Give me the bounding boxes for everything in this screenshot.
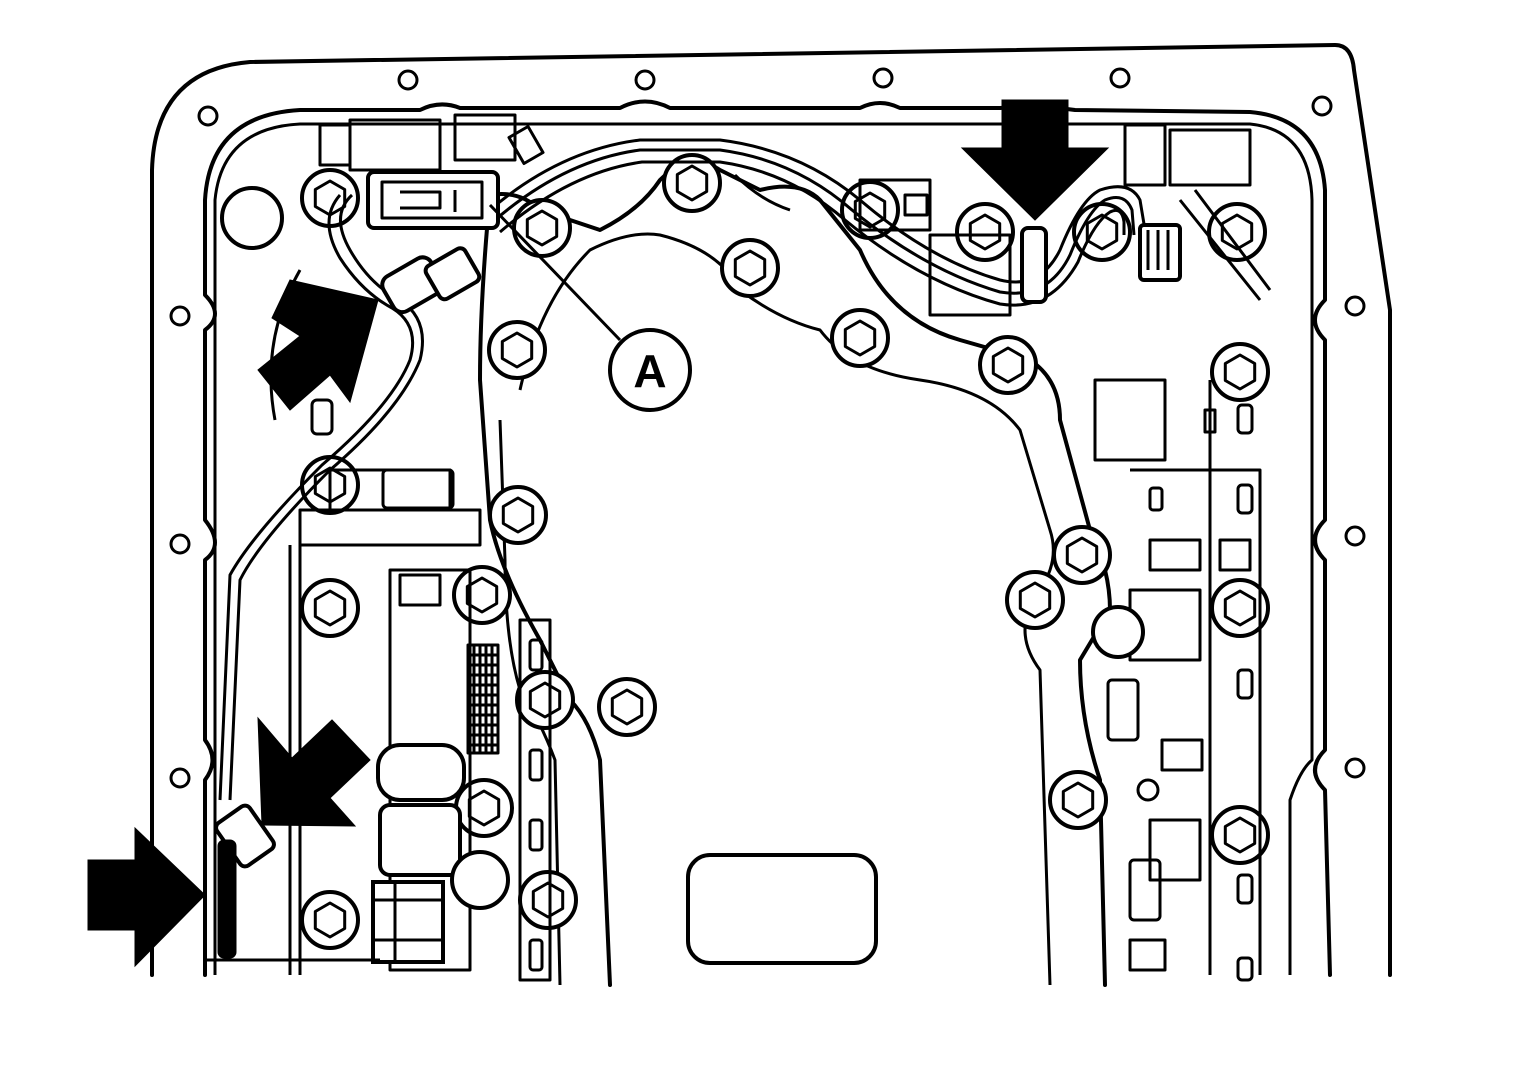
bolt-head — [487, 320, 547, 380]
bolt-hex — [1085, 213, 1119, 251]
bolt-hex — [843, 319, 877, 357]
bolt-head — [1210, 578, 1270, 638]
flange-bolt-holes — [169, 67, 1366, 789]
bolt-head — [1207, 202, 1267, 262]
bolt-hex — [1223, 353, 1257, 391]
bolt-hex — [733, 249, 767, 287]
bolt-head — [662, 153, 722, 213]
center-cover-plate — [478, 160, 1112, 987]
bolt-hex — [1223, 816, 1257, 854]
callout-a-label: A — [633, 345, 666, 397]
bolt-hex — [313, 589, 347, 627]
bolt-hex — [991, 346, 1025, 384]
bolt-head — [488, 485, 548, 545]
case-outer-outline — [150, 43, 1392, 977]
bolt-hex — [500, 331, 534, 369]
arrow-upper-left — [257, 279, 379, 411]
indicator-arrows — [87, 99, 1110, 968]
bolt-head — [518, 870, 578, 930]
bolt-hex — [501, 496, 535, 534]
bolt-head — [1052, 525, 1112, 585]
bolt-head — [830, 308, 890, 368]
bolt-head — [1210, 342, 1270, 402]
bolt-head — [515, 670, 575, 730]
bolt-hex — [531, 881, 565, 919]
bolt-heads — [300, 153, 1270, 950]
bolt-head — [1005, 570, 1065, 630]
bolt-head — [1048, 770, 1108, 830]
connectors — [214, 170, 1182, 959]
bolt-head — [512, 198, 572, 258]
bolt-head — [720, 238, 780, 298]
bolt-head — [978, 335, 1038, 395]
bolt-hex — [610, 688, 644, 726]
plate-inner-contour — [518, 232, 1055, 986]
gasket-flange — [203, 99, 1332, 977]
bolt-hex — [525, 209, 559, 247]
bolt-hex — [1223, 589, 1257, 627]
bolt-head — [452, 565, 512, 625]
bolt-hex — [675, 164, 709, 202]
bolt-hex — [528, 681, 562, 719]
bolt-head — [454, 778, 514, 838]
bolt-head — [300, 890, 360, 950]
bolt-hex — [1220, 213, 1254, 251]
arrow-bottom-left — [87, 826, 206, 968]
bolt-hex — [1065, 536, 1099, 574]
left-valve-body-details — [220, 113, 552, 982]
bolt-hex — [313, 901, 347, 939]
bolt-hex — [853, 191, 887, 229]
inner-case-outline — [213, 122, 1314, 975]
bolt-head — [1210, 805, 1270, 865]
callout-a: A — [488, 203, 692, 412]
right-valve-body-details — [858, 123, 1272, 982]
bolt-head — [300, 578, 360, 638]
bolt-hex — [1018, 581, 1052, 619]
inspection-window — [686, 853, 878, 965]
arrow-lower-left — [257, 716, 371, 827]
wiring-harness — [218, 138, 1147, 801]
bolt-hex — [465, 576, 499, 614]
bolt-head — [955, 202, 1015, 262]
bolt-hex — [968, 213, 1002, 251]
bolt-hex — [1061, 781, 1095, 819]
bolt-head — [597, 677, 657, 737]
arrow-top-right — [960, 99, 1110, 221]
